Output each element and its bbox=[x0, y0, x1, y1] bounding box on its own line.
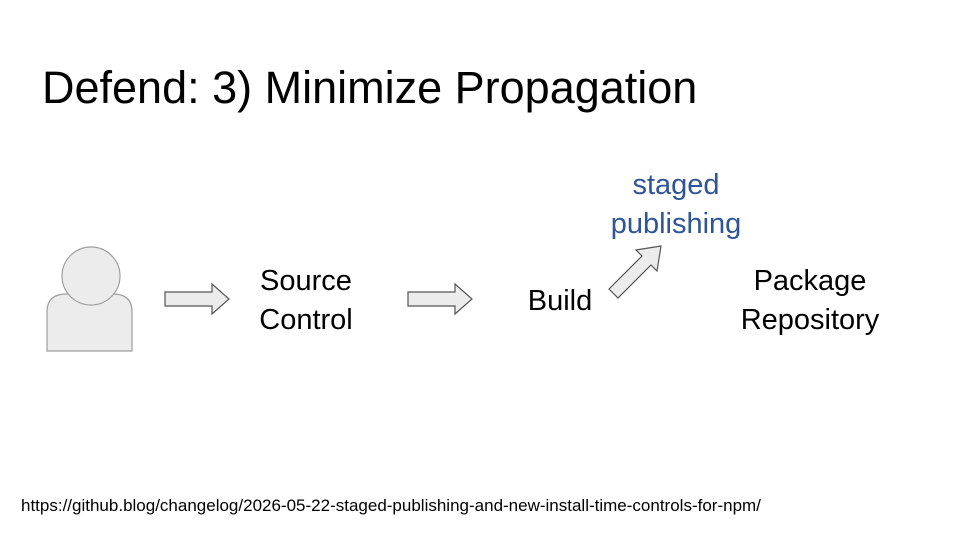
staged-publishing-label: staged publishing bbox=[610, 169, 742, 240]
build-label: Build bbox=[527, 285, 593, 317]
package-repository-label: Package Repository bbox=[740, 265, 880, 336]
person-icon bbox=[46, 246, 133, 352]
arrow-build-to-staged-publishing bbox=[608, 245, 662, 299]
source-url-link[interactable]: https://github.blog/changelog/2026-05-22… bbox=[21, 496, 761, 515]
arrow-person-to-source bbox=[164, 282, 230, 316]
slide-title: Defend: 3) Minimize Propagation bbox=[42, 62, 698, 113]
source-control-label: Source Control bbox=[259, 265, 353, 336]
arrow-source-to-build bbox=[407, 282, 473, 316]
